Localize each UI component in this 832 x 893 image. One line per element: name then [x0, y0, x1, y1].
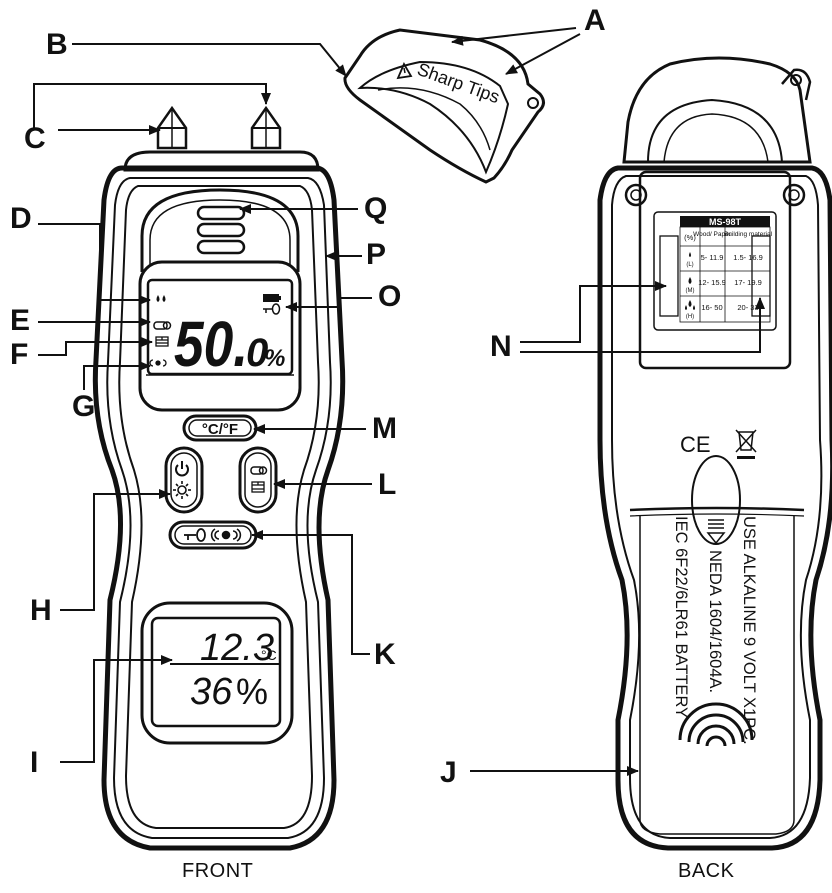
- mode-button[interactable]: [238, 446, 278, 514]
- power-backlight-button[interactable]: [164, 446, 204, 514]
- callout-p: P: [366, 238, 387, 271]
- callout-e: E: [10, 304, 31, 337]
- probe-pins: [156, 105, 282, 150]
- main-lcd: [146, 278, 294, 376]
- table-header-percent: (%): [684, 233, 696, 242]
- table-wood-low: 5- 11.9: [701, 253, 724, 262]
- hold-lock-icon: [263, 303, 281, 315]
- front-label: FRONT: [182, 860, 254, 882]
- callout-k: K: [374, 638, 396, 671]
- model-label: MS-98T: [709, 217, 742, 227]
- callout-o: O: [378, 280, 402, 313]
- secondary-humidity: 36: [190, 671, 233, 713]
- wood-mode-icon: [153, 321, 172, 330]
- backlight-icon: [173, 481, 191, 499]
- back-housing: [597, 165, 832, 851]
- speaker-slots: [196, 205, 246, 255]
- callout-h: H: [30, 594, 52, 627]
- weee-bin-icon: [735, 429, 757, 459]
- leader-lines: [33, 27, 765, 776]
- table-wood-medium: 12- 15.9: [698, 278, 726, 287]
- table-wood-high: 16- 50: [701, 303, 722, 312]
- callout-a: A: [584, 4, 606, 37]
- callout-q: Q: [364, 192, 388, 225]
- battery-text-2: NEDA 1604/1604A.: [706, 550, 724, 693]
- callout-b: B: [46, 28, 68, 61]
- main-reading: 50.: [174, 308, 248, 380]
- protective-cap: Sharp Tips: [343, 28, 545, 184]
- table-level-high: (H): [686, 314, 694, 320]
- callout-j: J: [440, 756, 457, 789]
- secondary-lcd: [150, 616, 282, 728]
- battery-text-3: IEC 6F22/6LR61 BATTERY: [672, 516, 690, 718]
- reference-label: [653, 211, 777, 331]
- front-view: 50. 0 % °C/°F: [92, 105, 346, 851]
- main-reading-unit: %: [264, 345, 285, 372]
- callout-c: C: [24, 122, 46, 155]
- drop-icon-low: [689, 252, 691, 257]
- building-mode-button-icon: [251, 481, 265, 493]
- back-label: BACK: [678, 860, 735, 882]
- secondary-temp: 12.3: [200, 627, 274, 669]
- building-mode-icon: [155, 336, 169, 347]
- table-building-medium: 17- 19.9: [734, 278, 762, 287]
- callout-n: N: [490, 330, 512, 363]
- table-building-low: 1.5- 16.9: [733, 253, 763, 262]
- battery-text-1: USE ALKALINE 9 VOLT X1PC.: [740, 516, 758, 745]
- back-view: CE: [597, 56, 832, 851]
- temp-unit-button-label: °C/°F: [202, 421, 238, 438]
- table-header-building: Building material: [724, 231, 773, 238]
- latch-arrow-icon: [706, 519, 726, 545]
- callout-d: D: [10, 202, 32, 235]
- callout-i: I: [30, 746, 39, 779]
- hold-sound-button[interactable]: [168, 520, 258, 550]
- table-building-high: 20- 33: [737, 303, 758, 312]
- ce-mark: CE: [680, 432, 711, 457]
- warning-icon: [396, 62, 413, 80]
- table-level-medium: (M): [686, 288, 695, 294]
- wood-mode-button-icon: [250, 466, 268, 475]
- secondary-humidity-unit: %: [236, 671, 268, 712]
- moisture-level-icon: [156, 295, 166, 302]
- callout-f: F: [10, 338, 29, 371]
- callout-g: G: [72, 390, 96, 423]
- callout-l: L: [378, 468, 397, 501]
- sound-button-icon: [210, 528, 242, 542]
- secondary-temp-unit: °C: [261, 647, 277, 663]
- battery-icon: [263, 294, 281, 302]
- battery-door-latch[interactable]: [691, 455, 741, 545]
- drop-icon-medium: [688, 277, 692, 284]
- front-housing: [92, 165, 346, 851]
- table-header-wood: Wood/ Paper: [693, 231, 732, 238]
- drop-icon-high: [685, 300, 695, 310]
- reference-table: MS-98T (%) Wood/ Paper Building material…: [679, 216, 773, 323]
- main-reading-decimal: 0: [246, 331, 268, 375]
- callout-m: M: [372, 412, 397, 445]
- power-icon: [175, 461, 189, 477]
- hold-button-icon: [184, 528, 206, 542]
- table-level-low: (L): [686, 262, 693, 268]
- grip-pattern: [678, 702, 754, 747]
- lcd-indicators: [149, 294, 281, 367]
